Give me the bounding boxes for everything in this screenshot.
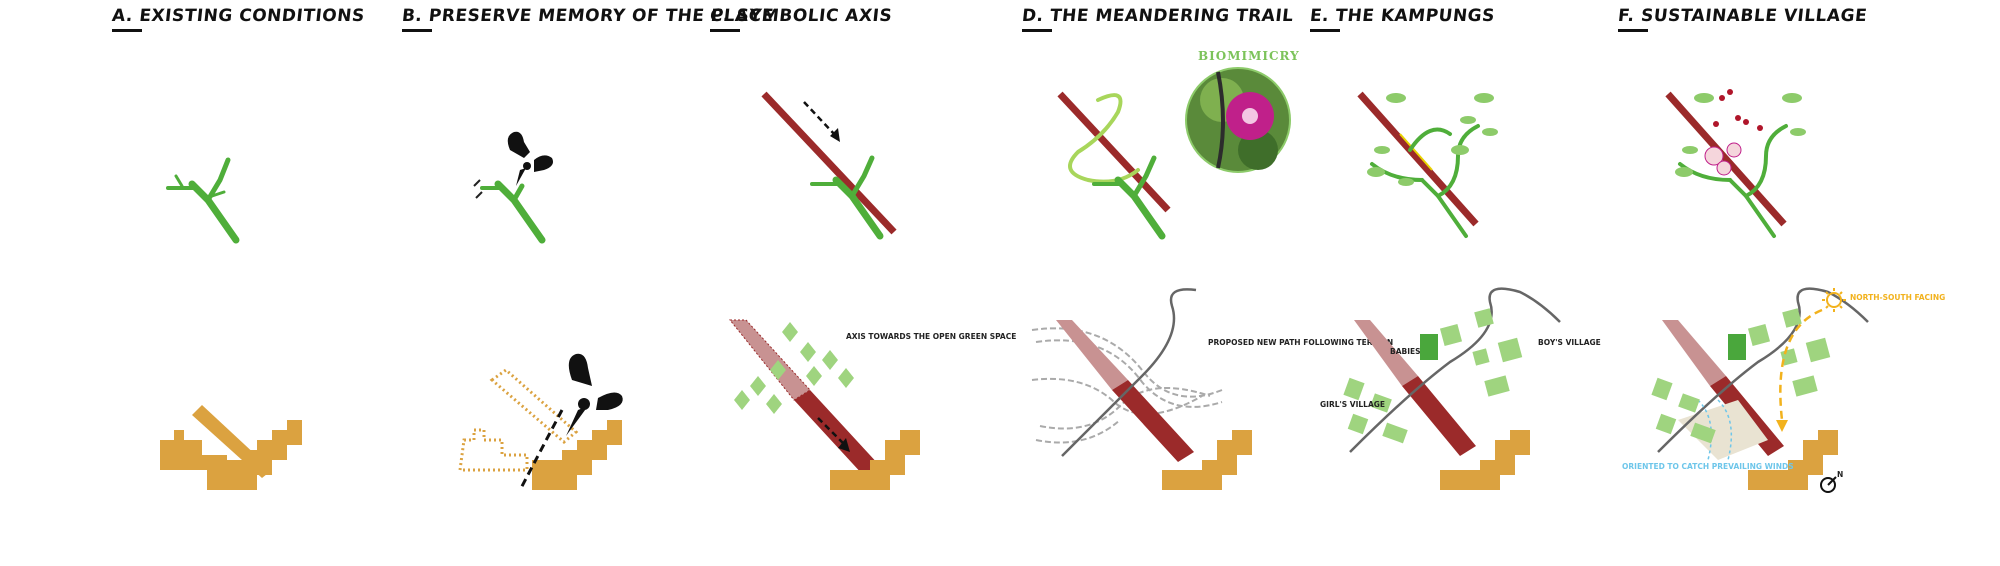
axis-light-segment	[1056, 320, 1128, 390]
panel-e-drawing: BABIES BOY'S VILLAGE GIRL'S VILLAGE	[1320, 91, 1601, 490]
branch-icon	[810, 155, 884, 240]
flower-photo	[1185, 67, 1291, 173]
existing-building	[160, 405, 302, 490]
pruned-branch-icon	[480, 180, 546, 244]
building-outline-dotted	[458, 368, 579, 472]
north-label: N	[1837, 470, 1843, 479]
pruning-shears-large-icon	[566, 353, 623, 436]
axis-segment	[1402, 376, 1476, 456]
building	[830, 430, 920, 490]
panel-a-drawing	[160, 157, 302, 490]
village-blocks	[1343, 308, 1523, 444]
axis-highlight	[1399, 133, 1433, 171]
building	[1748, 430, 1838, 490]
meandering-path	[1657, 287, 1869, 453]
north-arrow-icon: N	[1820, 470, 1843, 493]
panel-f-drawing: NORTH-SOUTH FACING ORIENTED TO CATCH PRE…	[1622, 89, 1945, 493]
meandering-path	[1349, 287, 1561, 453]
panel-c-drawing: AXIS TOWARDS THE OPEN GREEN SPACE	[728, 91, 1016, 490]
vine-icon	[1678, 124, 1788, 238]
sun-icon	[1822, 288, 1846, 312]
title-underline	[1022, 29, 1052, 32]
panel-c: C. Symbolic Axis	[709, 0, 1030, 566]
sun-label: NORTH-SOUTH FACING	[1850, 293, 1945, 302]
branch-icon	[1092, 155, 1166, 240]
leaves	[1367, 93, 1498, 186]
flower-icons	[1704, 142, 1742, 176]
cut-marks	[473, 179, 483, 199]
panel-f: F. Sustainable Village	[1617, 0, 1945, 566]
title-underline	[402, 29, 432, 32]
remaining-building	[532, 420, 622, 490]
sun-path-arrow	[1779, 308, 1823, 421]
axis-light-segment	[1354, 320, 1418, 386]
panel-e: E. The Kampungs	[1309, 0, 1630, 566]
village-blocks	[1651, 308, 1831, 444]
path-label: PROPOSED NEW PATH FOLLOWING TERRAIN	[1208, 338, 1393, 347]
symbolic-axis	[1665, 91, 1787, 227]
axis-segment	[1112, 380, 1194, 462]
girls-village-label: GIRL'S VILLAGE	[1320, 400, 1385, 409]
direction-arrow	[817, 417, 850, 452]
direction-arrow	[803, 101, 840, 142]
cut-line	[518, 409, 564, 491]
building	[1162, 430, 1252, 490]
panel-d-drawing: BIOMIMICRY PROPOSED NEW PATH FOLLOWING T…	[1031, 49, 1393, 490]
babies-block	[1420, 334, 1438, 360]
boys-village-label: BOY'S VILLAGE	[1538, 338, 1601, 347]
axis-light-segment	[730, 320, 810, 400]
axis-segment	[794, 390, 880, 476]
biomimicry-badge: BIOMIMICRY	[1198, 49, 1300, 63]
branch-icon	[166, 157, 240, 244]
wind-lines	[1697, 399, 1733, 461]
symbolic-axis	[1057, 91, 1171, 213]
panel-d: D. The Meandering Trail BIOMIMICRY	[1021, 0, 1393, 566]
meandering-path	[1061, 288, 1197, 457]
pruning-shears-icon	[507, 131, 553, 186]
panel-b-drawing	[458, 131, 623, 491]
symbolic-axis	[1357, 91, 1479, 227]
babies-block	[1728, 334, 1746, 360]
green-space-trees	[734, 322, 854, 414]
title-underline	[1310, 29, 1340, 32]
symbolic-axis	[761, 91, 897, 235]
axis-light-segment	[1662, 320, 1726, 386]
panel-b: B. Preserve memory of the place	[401, 0, 775, 566]
title-underline	[710, 29, 740, 32]
berries	[1713, 89, 1763, 131]
vine-icon	[1068, 93, 1140, 184]
babies-label: BABIES	[1390, 347, 1421, 356]
panel-a: A. Existing Conditions	[111, 0, 432, 566]
sustainable-zone	[1678, 400, 1768, 460]
title-underline	[112, 29, 142, 32]
building	[1440, 430, 1530, 490]
title-underline	[1618, 29, 1648, 32]
axis-label: AXIS TOWARDS THE OPEN GREEN SPACE	[846, 332, 1016, 341]
vine-icon	[1370, 124, 1480, 238]
leaves	[1675, 93, 1806, 177]
winds-label: ORIENTED TO CATCH PREVAILING WINDS	[1622, 462, 1794, 471]
